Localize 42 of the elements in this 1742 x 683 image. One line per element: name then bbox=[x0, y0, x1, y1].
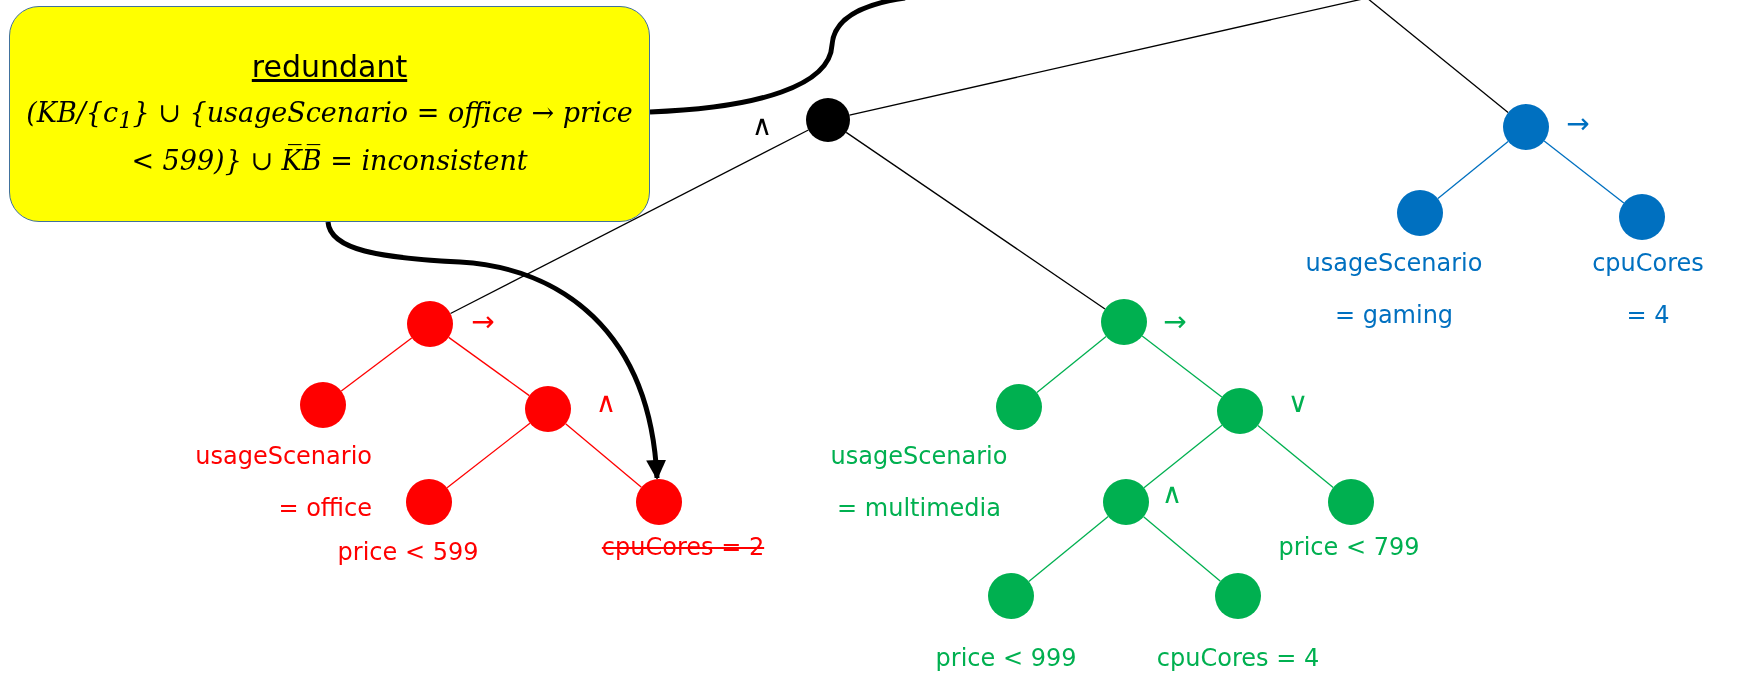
tree-branch bbox=[1036, 335, 1107, 394]
curved-arrow bbox=[325, 221, 666, 480]
condition-label: cpuCores = 4 bbox=[1591, 248, 1705, 331]
node-circle bbox=[1503, 104, 1549, 150]
condition-label: price < 999 bbox=[934, 643, 1078, 674]
operator-symbol: → bbox=[470, 305, 496, 339]
operator-symbol: ∧ bbox=[1160, 477, 1184, 511]
operator-symbol: → bbox=[1565, 107, 1591, 141]
formula-text: (KB/{c$_{1}$} ∪ {usageScenario = office → price < 599)} ∪ K̅B̅ = inconsistent bbox=[25, 96, 634, 178]
tree-branch bbox=[845, 131, 1106, 310]
card-heading: redundant bbox=[250, 48, 409, 87]
condition-label: price < 799 bbox=[1277, 532, 1421, 563]
node-circle bbox=[525, 386, 571, 432]
condition-label: cpuCores = 2 bbox=[600, 532, 766, 563]
operator-symbol: ∧ bbox=[594, 386, 618, 420]
tree-branch bbox=[564, 423, 643, 488]
tree-branch bbox=[1543, 140, 1625, 204]
condition-label: usageScenario = gaming bbox=[1304, 248, 1484, 331]
node-circle bbox=[1101, 299, 1147, 345]
note-card bbox=[9, 6, 650, 222]
condition-label: usageScenario = multimedia bbox=[829, 441, 1009, 524]
tree-branch bbox=[1028, 515, 1109, 583]
tree-branch bbox=[340, 337, 413, 392]
operator-symbol: ∧ bbox=[750, 109, 774, 143]
node-circle bbox=[407, 301, 453, 347]
tree-branch bbox=[449, 129, 810, 315]
node-circle bbox=[1217, 388, 1263, 434]
operator-symbol: ∨ bbox=[1286, 386, 1310, 420]
tree-branch bbox=[1257, 424, 1334, 489]
tree-branch bbox=[446, 422, 531, 489]
node-circle bbox=[806, 98, 850, 142]
tree-branch bbox=[1143, 424, 1223, 489]
condition-label: cpuCores = 4 bbox=[1155, 643, 1321, 674]
tree-branch bbox=[448, 336, 530, 397]
node-circle bbox=[1103, 479, 1149, 525]
tree-branch bbox=[1437, 140, 1509, 200]
condition-label: price < 599 bbox=[336, 537, 480, 568]
operator-symbol: → bbox=[1162, 305, 1188, 339]
tree-branch bbox=[1142, 516, 1222, 582]
tree-branch bbox=[1141, 335, 1223, 398]
tree-branch bbox=[1366, 0, 1509, 114]
curved-line bbox=[649, 0, 906, 115]
